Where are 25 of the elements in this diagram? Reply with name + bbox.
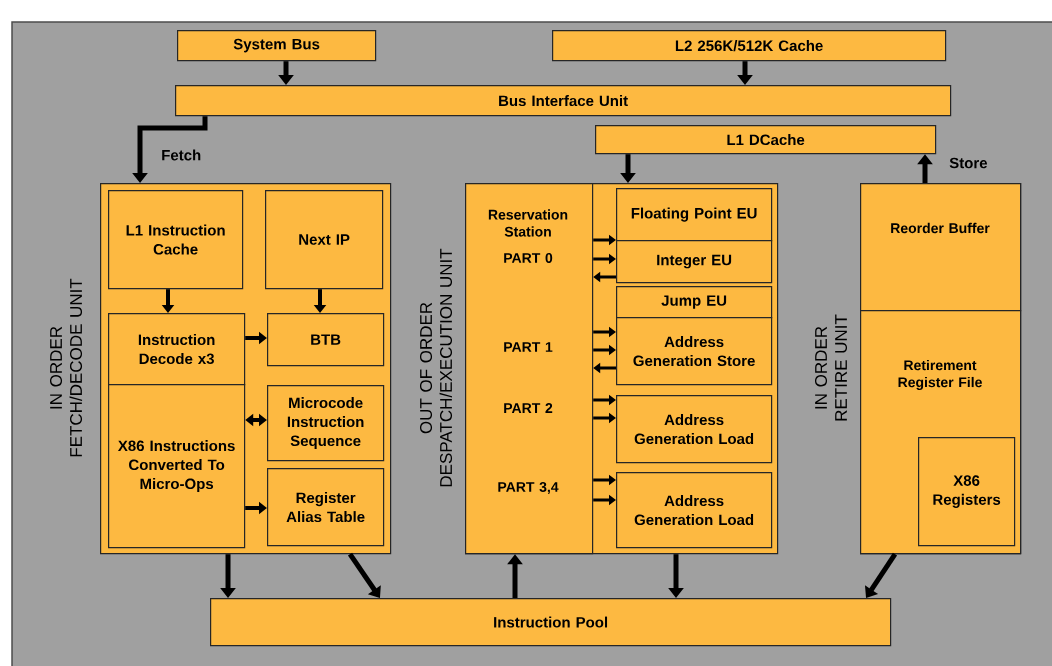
process-box: Microcode Instruction Sequence (267, 385, 385, 462)
bus-bar: Bus Interface Unit (175, 85, 952, 117)
arrow (347, 552, 381, 598)
process-box: L1 Instruction Cache (108, 190, 244, 290)
process-box: Next IP (265, 190, 384, 290)
pool-bar: Instruction Pool (210, 598, 892, 647)
process-box: Jump EU (616, 286, 773, 319)
process-box: Address Generation Load (616, 472, 773, 549)
node-label: OUT OF ORDER DESPATCH/EXECUTION UNIT (419, 248, 453, 487)
process-box: L2 256K/512K Cache (552, 30, 947, 62)
node-label: IN ORDER FETCH/DECODE UNIT (49, 278, 83, 457)
process-box: L1 DCache (595, 125, 937, 155)
process-box: Register Alias Table (267, 468, 385, 547)
process-box: Integer EU (616, 240, 773, 284)
process-box: Address Generation Load (616, 395, 773, 464)
process-box: BTB (267, 313, 385, 367)
process-box: Floating Point EU (616, 188, 773, 242)
node-label: IN ORDER RETIRE UNIT (814, 314, 848, 421)
process-box: X86 Registers (918, 437, 1016, 547)
arrow (245, 413, 267, 427)
reservation-station-box: Reservation Station PART 0 PART 1 PART 2 PART 3,4 (465, 183, 594, 555)
process-box: System Bus (177, 30, 377, 62)
process-box: Reorder Buffer (860, 183, 1022, 312)
edge-label: Fetch (160, 148, 203, 162)
process-box: Instruction Decode x3 (108, 313, 246, 386)
